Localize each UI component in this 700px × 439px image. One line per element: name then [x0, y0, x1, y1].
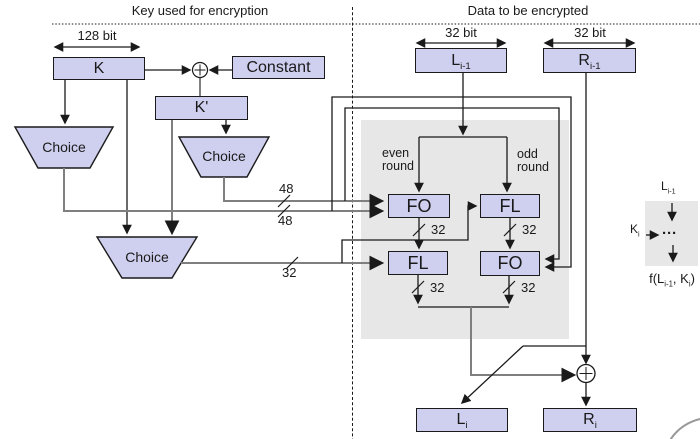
legend-dots: ··· [662, 225, 677, 242]
legend-lin-label: Li-1 [661, 179, 676, 196]
r-in-label: Ri-1 [578, 51, 601, 72]
corner-arc [669, 418, 700, 439]
label-32-fo-even: 32 [431, 222, 446, 237]
xor2-symbol [576, 363, 596, 384]
choice3-trapezoid [95, 236, 199, 279]
section-title-data: Data to be encrypted [467, 3, 589, 18]
choice2-trapezoid [177, 136, 271, 178]
bus-48-upper [223, 177, 385, 209]
label-32bit-left: 32 bit [445, 25, 477, 40]
fl-odd-label: FL [499, 195, 521, 216]
fo-even-box: FO [388, 194, 450, 218]
odd-round-label: odd round [517, 147, 549, 175]
label-48-upper: 48 [279, 181, 294, 196]
branch-32-to-fl-odd [341, 201, 478, 263]
xor1-symbol [191, 61, 209, 79]
wire-round-out-to-xor2 [470, 307, 577, 383]
fl-even-box: FL [388, 251, 448, 275]
l-in-box: Li-1 [415, 48, 507, 73]
k-box: K [53, 57, 145, 80]
l-in-label: Li-1 [451, 51, 471, 72]
k-label: K [93, 59, 105, 77]
fl-odd-box: FL [480, 194, 540, 218]
label-128bit: 128 bit [77, 28, 117, 43]
label-48-lower: 48 [278, 213, 293, 228]
fo-even-label: FO [406, 195, 432, 216]
even-round-label: even round [382, 146, 414, 174]
kprime-label: K' [194, 99, 209, 116]
label-32-fl-even: 32 [430, 280, 445, 295]
fo-odd-label: FO [497, 253, 523, 273]
kprime-box: K' [155, 96, 248, 120]
label-32-fl-odd: 32 [522, 222, 537, 237]
bus-width-slashes [277, 194, 517, 294]
constant-label: Constant [246, 58, 311, 76]
r-out-label: Ri [583, 411, 597, 432]
choice3-label: Choice [125, 249, 169, 265]
fl-even-label: FL [407, 252, 429, 273]
l-out-label: Li [456, 411, 468, 432]
fo-odd-box: FO [480, 251, 540, 276]
label-32-fl-bus: 32 [282, 265, 297, 280]
wrap-inner-to-fo-odd [344, 107, 560, 264]
legend-output-label: f(Li-1, Ki) [649, 271, 695, 289]
label-32bit-right: 32 bit [574, 25, 606, 40]
r-in-box: Ri-1 [543, 48, 636, 73]
label-32-fo-odd: 32 [521, 280, 536, 295]
wire-diagonal-to-lout [460, 345, 524, 404]
legend-key-label: Ki [630, 222, 640, 239]
l-out-box: Li [416, 408, 508, 432]
choice1-label: Choice [42, 139, 86, 155]
choice1-trapezoid [13, 126, 115, 169]
round-function-panel [361, 120, 569, 339]
section-title-key: Key used for encryption [131, 3, 269, 18]
wrap-outer-to-fo-odd [331, 96, 572, 272]
choice2-label: Choice [202, 148, 246, 164]
bus-48-lower [63, 168, 385, 219]
r-out-box: Ri [543, 408, 637, 432]
constant-box: Constant [232, 56, 325, 79]
